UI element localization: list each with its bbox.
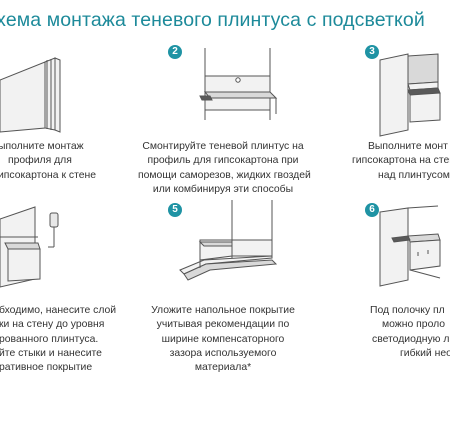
step-2-illustration — [199, 48, 278, 120]
step-6-illustration — [379, 205, 441, 287]
step-6-caption: Под полочку пл можно проло светодиодную … — [370, 305, 450, 359]
step-1-illustration — [0, 57, 61, 133]
step-5-caption: Уложите напольное покрытие учитывая реко… — [151, 305, 295, 374]
page-title: Схема монтажа теневого плинтуса с подсве… — [0, 9, 425, 31]
step-2-caption: Смонтируйте теневой плинтус на профиль д… — [138, 141, 311, 195]
step-1-caption: ыполните монтаж профиля для ипсокартона … — [0, 141, 97, 181]
step-2-badge: 2 — [168, 45, 182, 59]
step-6-badge: 6 — [365, 203, 379, 217]
step-3-caption: Выполните монт гипсокартона на стен над … — [352, 141, 450, 181]
step-5-badge: 5 — [168, 203, 182, 217]
step-4-illustration — [0, 206, 59, 288]
step-4-caption: бходимо, нанесите слой ки на стену до ур… — [0, 305, 117, 374]
step-3-badge: 3 — [365, 45, 379, 59]
step-5-illustration — [179, 200, 278, 281]
step-3-illustration — [379, 53, 441, 137]
